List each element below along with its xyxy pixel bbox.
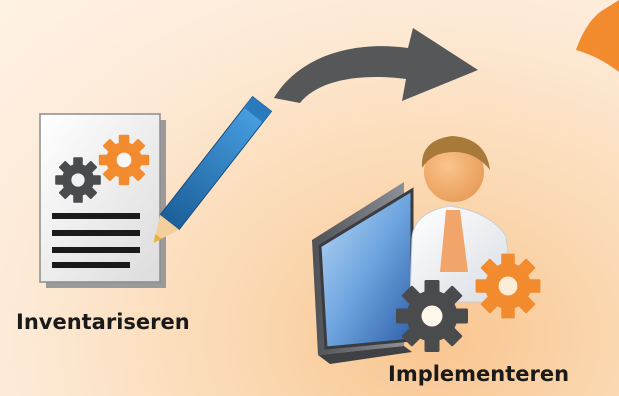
gear-icon	[98, 134, 150, 186]
document-icon	[39, 113, 166, 288]
step-1-label: Inventariseren	[16, 310, 190, 334]
pencil-icon	[153, 95, 273, 243]
gear-icon	[475, 253, 541, 319]
step-1-illustration	[39, 95, 273, 288]
orange-shape-icon	[576, 0, 619, 72]
gear-icon	[55, 157, 101, 203]
curved-arrow-icon	[274, 28, 478, 103]
step-2-illustration	[312, 136, 541, 364]
step-2-label: Implementeren	[388, 362, 570, 386]
monitor-icon	[312, 182, 414, 364]
gear-icon	[396, 280, 468, 352]
